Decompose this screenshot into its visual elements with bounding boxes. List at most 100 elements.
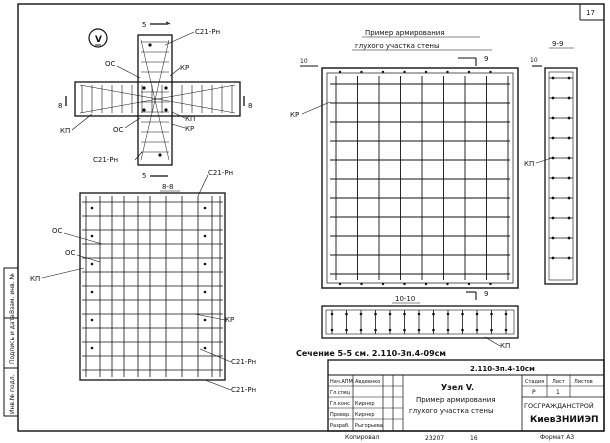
sec9-rebar (567, 236, 571, 240)
tb-org-2: КиевЗНИИЭП (530, 415, 599, 425)
sec9-rebar (551, 96, 555, 100)
sec8-rebar (203, 206, 207, 210)
sec9-rebar (567, 256, 571, 260)
tb-name-5: Рыгорьева (355, 423, 383, 429)
sheet-code: 2.110-3п.4-10см (470, 365, 535, 373)
sec8-label-kp: КП (30, 275, 40, 283)
wall-bottom-rebar (467, 282, 471, 286)
node-label-kr: КР (180, 64, 189, 72)
node-diagonal (79, 84, 236, 114)
tb-role-5: Разраб. (330, 423, 350, 429)
sec10-rebar (330, 328, 334, 332)
tb-title-line3: глухого участка стены (409, 407, 493, 415)
sec10-rebar (461, 328, 464, 332)
wall-bottom-rebar (489, 282, 492, 286)
sec9-rebar (551, 236, 555, 240)
example-title-line2: глухого участка стены (355, 42, 439, 50)
tb-role-3: Гл.конс (330, 401, 350, 407)
tb-name-1: Авдеенко (355, 379, 380, 385)
tb-title-line2: Пример армирования (416, 396, 496, 404)
section-9-9-title: 9-9 (552, 40, 563, 48)
example-kr-label: КР (290, 111, 299, 119)
sec8-label-oc-1: ОС (52, 227, 63, 235)
cut-mark-8-right: 8 (248, 102, 252, 110)
node-label-kr-2: КР (185, 125, 194, 133)
sec9-rebar (567, 76, 571, 80)
cut-9-bottom: 9 (484, 290, 488, 298)
sec10-rebar (417, 328, 421, 332)
example-wall: Пример армирования глухого участка стены… (290, 29, 578, 350)
node-roman: V (95, 35, 102, 45)
sec10-rebar (446, 312, 450, 316)
section-9-9-kp: КП (524, 160, 534, 168)
sec8-rebar (203, 318, 207, 322)
sec10-rebar (330, 312, 334, 316)
node-rebar (142, 86, 146, 90)
wall-top-rebar (424, 70, 428, 74)
side-stamp-2: Подпись и дата (9, 314, 16, 364)
wall-bottom-rebar (338, 282, 342, 286)
tb-name-4: Кирнер (355, 412, 375, 418)
tb-name-3: Кирнер (355, 401, 375, 407)
sec9-rebar (567, 216, 571, 220)
wall-top-rebar (338, 70, 342, 74)
sec10-rebar (504, 312, 508, 316)
sec10-rebar (403, 312, 406, 316)
sec8-label-kr: КР (225, 316, 234, 324)
section-mark-5-top: 5 (142, 21, 146, 29)
sheet-frame (17, 3, 605, 432)
sec10-rebar (388, 312, 392, 316)
sec9-rebar (567, 156, 571, 160)
section-9-9-ties (549, 76, 573, 260)
sec10-rebar (504, 328, 508, 332)
sec8-rebar (90, 262, 94, 266)
side-stamp-1: Инв.№ подл. (9, 374, 16, 414)
node-rebar (164, 108, 168, 112)
page-number: 17 (586, 9, 595, 17)
format-label: Формат А3 (540, 434, 574, 441)
tb-sheet-value: 1 (556, 389, 560, 396)
node-label-kp: КП (60, 127, 70, 135)
title-block-frame (327, 359, 605, 432)
node-diagonal (140, 39, 170, 161)
sec9-rebar (551, 76, 555, 80)
sec10-rebar (461, 312, 464, 316)
example-wall-outline (321, 67, 519, 289)
tb-sheet-header: Лист (552, 379, 565, 385)
node-v-view: V 5 5 8 8 С21-Рн ОС КР КП ОС КП КР С21-Р… (58, 21, 252, 180)
section-9-9-outline (544, 67, 578, 285)
sec10-rebar (475, 328, 479, 332)
wall-bottom-rebar (381, 282, 385, 286)
tb-role-2: Гл.спец (330, 390, 351, 396)
node-label-c21-top: С21-Рн (195, 28, 220, 36)
side-stamp: Инв.№ подл. Подпись и дата Взам. инв. № (3, 267, 19, 417)
sec10-rebar (374, 312, 377, 316)
section-8-8-title: 8-8 (162, 183, 173, 191)
cut-mark-8-left: 8 (58, 102, 62, 110)
sec10-rebar (446, 328, 450, 332)
section-9-9-cut-10: 10 (530, 57, 538, 64)
sec10-rebar (374, 328, 377, 332)
sec10-rebar (432, 312, 435, 316)
sec8-label-c21-top: С21-Рн (208, 169, 233, 177)
sec9-rebar (551, 256, 555, 260)
section-mark-5-bottom: 5 (142, 172, 146, 180)
tb-role-4: Провер. (330, 412, 351, 418)
wall-bottom-rebar (360, 282, 363, 286)
section-8-8-outline (79, 192, 226, 381)
tb-org-1: ГОСГРАЖДАНСТРОЙ (524, 401, 594, 410)
wall-top-rebar (403, 70, 406, 74)
sec8-rebar (90, 206, 94, 210)
node-label-kp-2: КП (185, 115, 195, 123)
cut-9-top: 9 (484, 55, 488, 63)
sec9-rebar (567, 196, 571, 200)
node-label-oc-1: ОС (105, 60, 116, 68)
node-label-c21-bottom: С21-Рн (93, 156, 118, 164)
copied-label: Копировал (345, 434, 379, 441)
sec9-rebar (567, 96, 571, 100)
wall-top-rebar (467, 70, 471, 74)
stamp-number-2: 16 (470, 435, 478, 442)
sec9-rebar (551, 176, 555, 180)
sec10-rebar (490, 328, 493, 332)
